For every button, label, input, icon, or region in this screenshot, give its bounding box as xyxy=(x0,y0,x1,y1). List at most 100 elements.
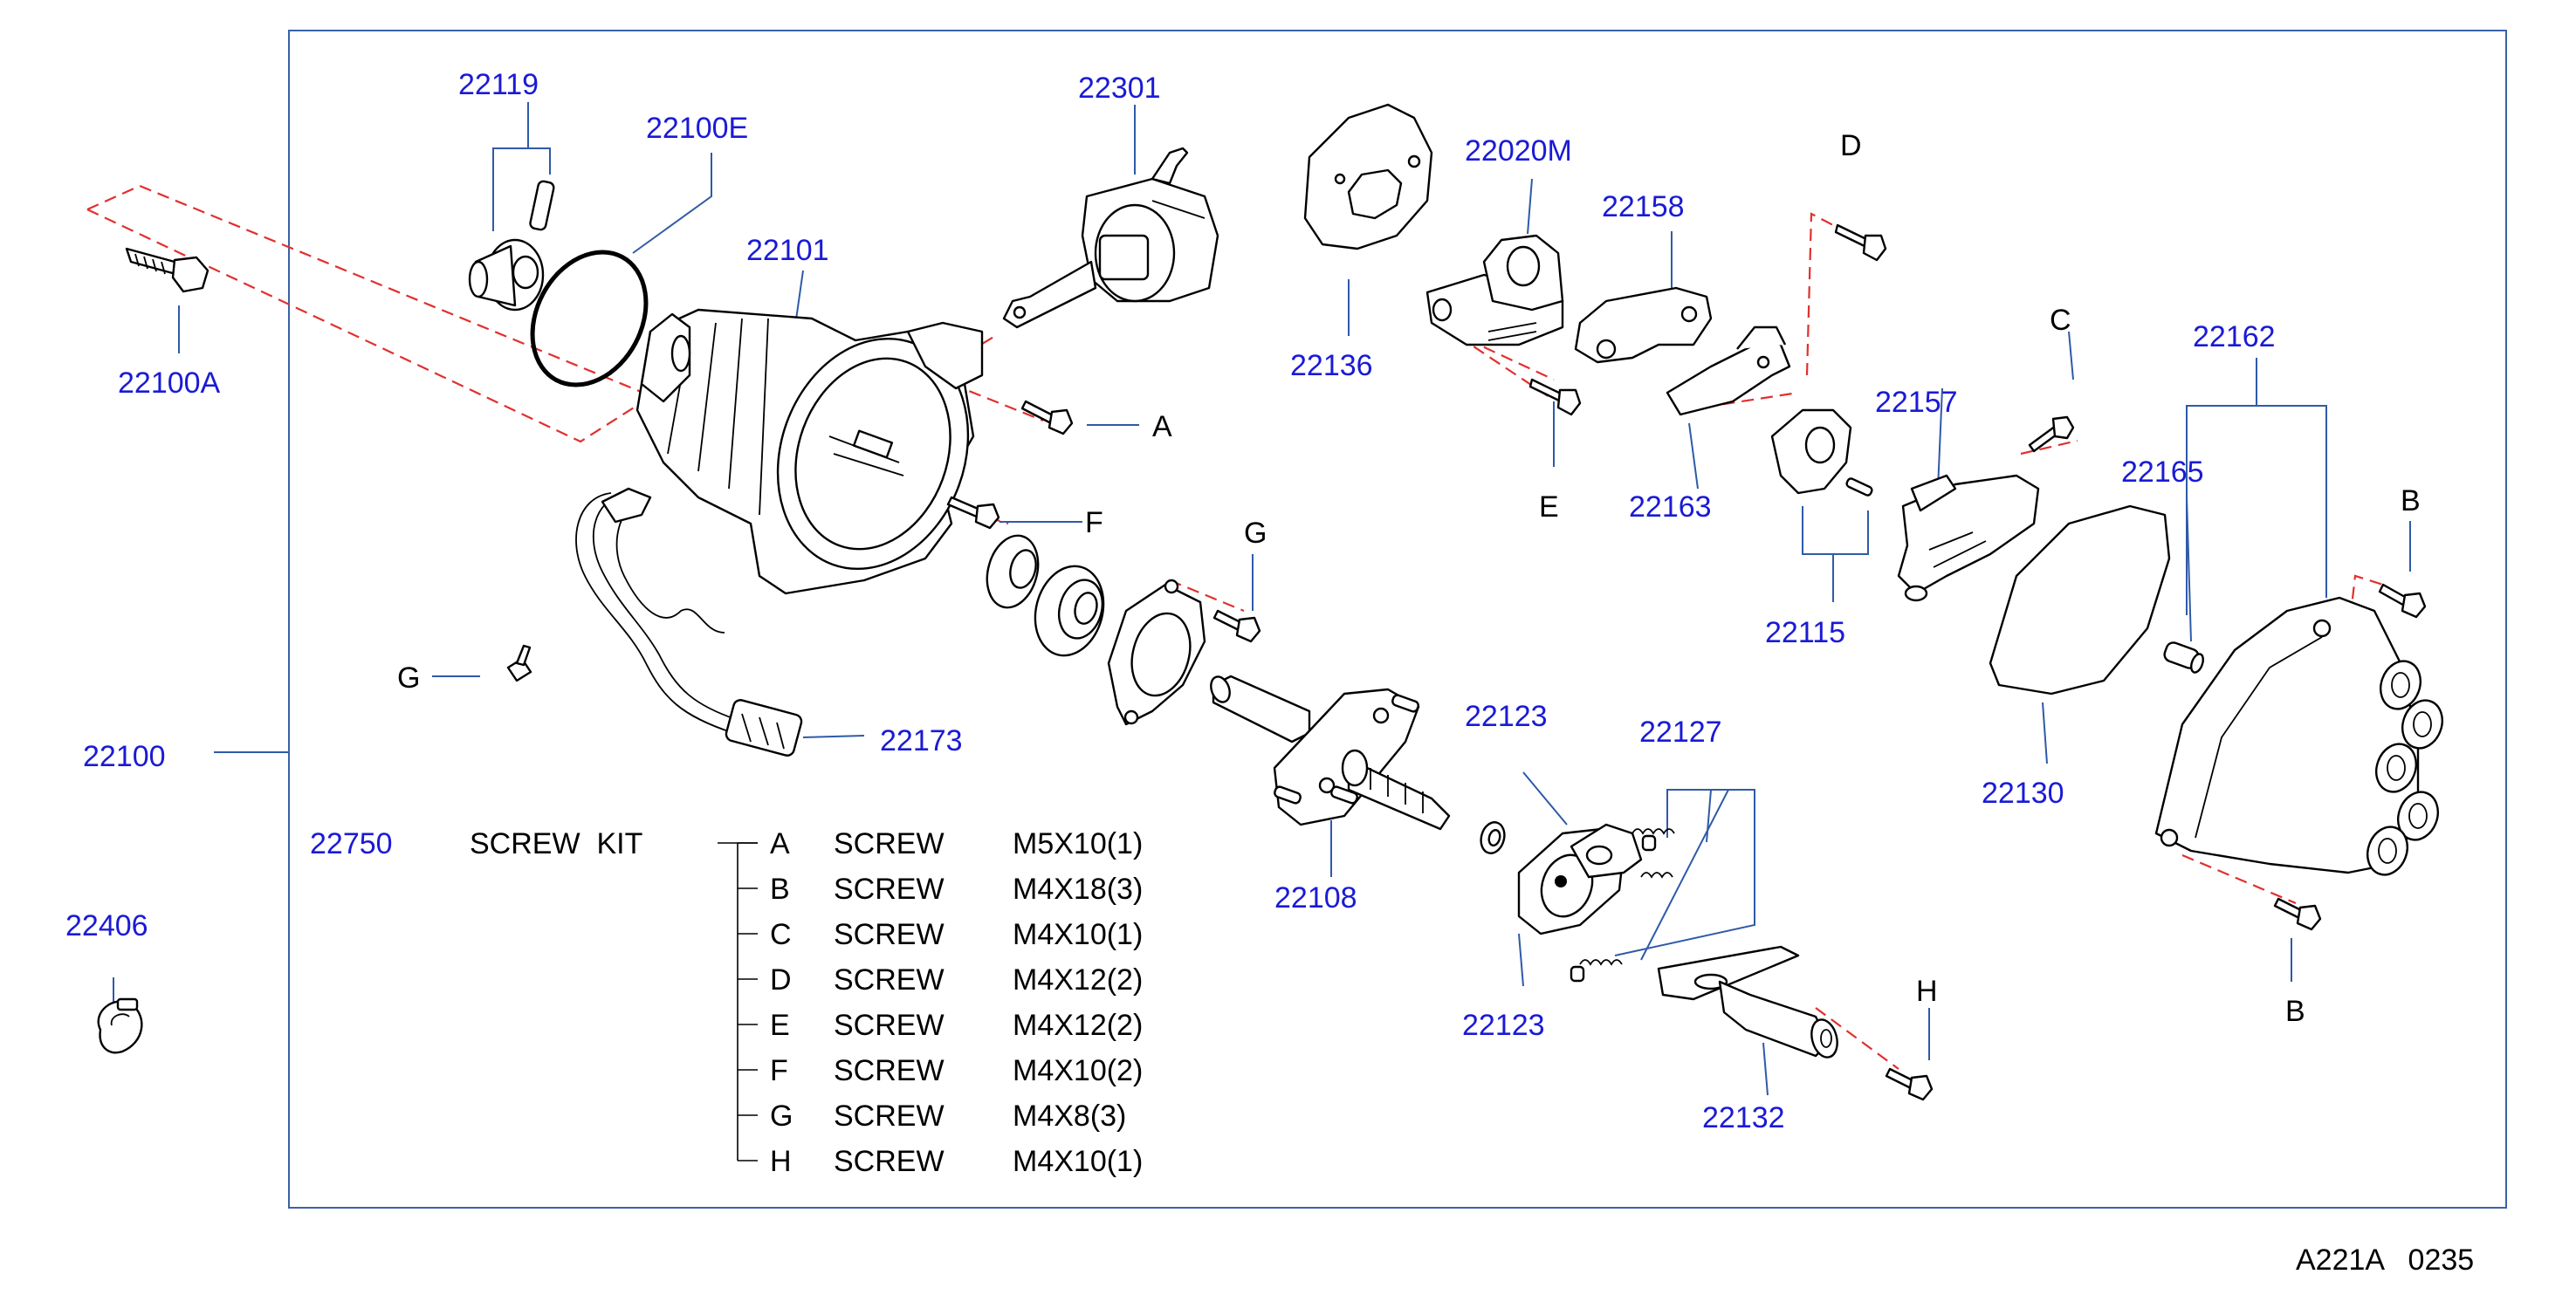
letter-g-left: G xyxy=(397,661,420,695)
letter-h: H xyxy=(1916,975,1938,1008)
label-22101: 22101 xyxy=(746,234,829,267)
kit-row-letter: D xyxy=(770,963,792,997)
bushing-22119-part xyxy=(468,180,555,312)
kit-row-letter: H xyxy=(770,1145,792,1178)
kit-row-name: SCREW xyxy=(834,873,945,906)
screw-f-part xyxy=(946,496,1000,530)
bearing-seal-part xyxy=(986,534,1040,609)
screw-g-right-part xyxy=(1212,609,1261,643)
disc-22136-part xyxy=(1303,103,1433,250)
screw-letter-labels: A B B C D E F G G H xyxy=(397,129,2421,1028)
letter-d: D xyxy=(1840,129,1862,162)
kit-row-letter: B xyxy=(770,873,790,906)
springs-22127-part xyxy=(1570,828,1675,983)
gasket-22130-part xyxy=(1989,504,2171,695)
kit-row-spec: M4X8(3) xyxy=(1013,1100,1126,1133)
harness-22173-part xyxy=(575,487,803,757)
screw-b-bottom-part xyxy=(2273,897,2322,931)
leader-lines xyxy=(113,102,2411,1096)
kit-row-c: C SCREW M4X10(1) xyxy=(738,918,1143,951)
kit-row-h: H SCREW M4X10(1) xyxy=(738,1145,1143,1178)
label-22123-top: 22123 xyxy=(1465,700,1548,733)
kit-row-e: E SCREW M4X12(2) xyxy=(738,1009,1143,1042)
label-22130: 22130 xyxy=(1982,777,2064,810)
distributor-housing-22101-part xyxy=(635,308,984,595)
label-22100a: 22100A xyxy=(118,367,221,400)
letter-b-top: B xyxy=(2401,484,2421,517)
kit-row-letter: A xyxy=(770,827,790,860)
kit-row-spec: M4X18(3) xyxy=(1013,873,1143,906)
label-22163: 22163 xyxy=(1629,490,1712,524)
screw-g-left-part xyxy=(506,644,532,682)
kit-row-g: G SCREW M4X8(3) xyxy=(738,1100,1126,1133)
shaft-22108-part xyxy=(1210,675,1451,831)
screw-c-part xyxy=(2028,415,2075,453)
screw-d-part xyxy=(1834,223,1887,262)
kit-row-letter: E xyxy=(770,1009,790,1042)
rotor-head-22157-part xyxy=(1897,474,2040,602)
label-22165: 22165 xyxy=(2121,456,2204,489)
bolt-22100a-part xyxy=(125,247,210,293)
washer-part xyxy=(1480,821,1506,854)
kit-row-spec: M4X10(1) xyxy=(1013,918,1143,951)
letter-a: A xyxy=(1152,410,1172,443)
letter-f: F xyxy=(1085,506,1103,539)
kit-row-name: SCREW xyxy=(834,1145,945,1178)
bracket-22163-part xyxy=(1666,325,1791,416)
clamp-22406-part xyxy=(97,997,143,1054)
label-22750: 22750 xyxy=(310,827,393,860)
sensor-22020m-part xyxy=(1425,234,1564,346)
kit-row-name: SCREW xyxy=(834,1009,945,1042)
vacuum-controller-22301-part xyxy=(1002,147,1219,329)
diagram-frame xyxy=(288,30,2507,1209)
kit-row-f: F SCREW M4X10(2) xyxy=(738,1054,1143,1087)
label-22123-bottom: 22123 xyxy=(1462,1009,1545,1042)
part-number-labels: 22119 22100E 22301 22101 22100A 22136 22… xyxy=(65,68,2276,1134)
kit-row-spec: M4X10(1) xyxy=(1013,1145,1143,1178)
kit-row-b: B SCREW M4X18(3) xyxy=(738,873,1143,906)
label-22157: 22157 xyxy=(1875,386,1958,419)
screw-h-part xyxy=(1885,1067,1934,1101)
letter-g-right: G xyxy=(1244,517,1267,550)
bearing-part xyxy=(1034,565,1105,657)
carbon-22165-part xyxy=(2163,641,2204,674)
label-22127: 22127 xyxy=(1639,716,1722,749)
label-22162: 22162 xyxy=(2193,320,2276,353)
label-22158: 22158 xyxy=(1602,190,1685,223)
kit-row-name: SCREW xyxy=(834,918,945,951)
label-22136: 22136 xyxy=(1290,349,1373,382)
kit-row-name: SCREW xyxy=(834,1054,945,1087)
kit-row-letter: C xyxy=(770,918,792,951)
label-22406: 22406 xyxy=(65,909,148,942)
letter-b-bottom: B xyxy=(2285,995,2305,1028)
rotor-22115-part xyxy=(1770,408,1873,497)
kit-title: SCREW KIT xyxy=(470,827,642,860)
screw-e-part xyxy=(1528,378,1582,416)
kit-row-spec: M4X12(2) xyxy=(1013,963,1143,997)
kit-row-name: SCREW xyxy=(834,1100,945,1133)
kit-row-name: SCREW xyxy=(834,827,945,860)
letter-e: E xyxy=(1539,490,1559,524)
kit-row-letter: G xyxy=(770,1100,793,1133)
label-22020m: 22020M xyxy=(1465,134,1572,168)
label-22115: 22115 xyxy=(1765,616,1845,649)
screw-kit-table: SCREW KIT A SCREW M5X10(1) B SCREW M4X18… xyxy=(470,827,1143,1178)
label-22100e: 22100E xyxy=(646,112,748,145)
o-ring-22100e-part xyxy=(530,250,649,387)
kit-row-name: SCREW xyxy=(834,963,945,997)
screw-a-part xyxy=(1020,400,1074,435)
label-22173: 22173 xyxy=(880,724,963,757)
label-22119: 22119 xyxy=(458,68,539,101)
governor-weights-22123-part xyxy=(1517,823,1643,935)
distributor-cap-22162-part xyxy=(2154,596,2443,876)
label-22301: 22301 xyxy=(1078,72,1161,105)
kit-row-letter: F xyxy=(770,1054,788,1087)
label-22100: 22100 xyxy=(83,740,166,773)
screw-b-top-part xyxy=(2378,583,2427,619)
kit-row-d: D SCREW M4X12(2) xyxy=(738,963,1143,997)
bracket-22158-part xyxy=(1574,286,1713,364)
retainer-plate-part xyxy=(1107,579,1206,726)
kit-row-spec: M4X12(2) xyxy=(1013,1009,1143,1042)
diagram-code: A221A 0235 xyxy=(2296,1244,2474,1277)
